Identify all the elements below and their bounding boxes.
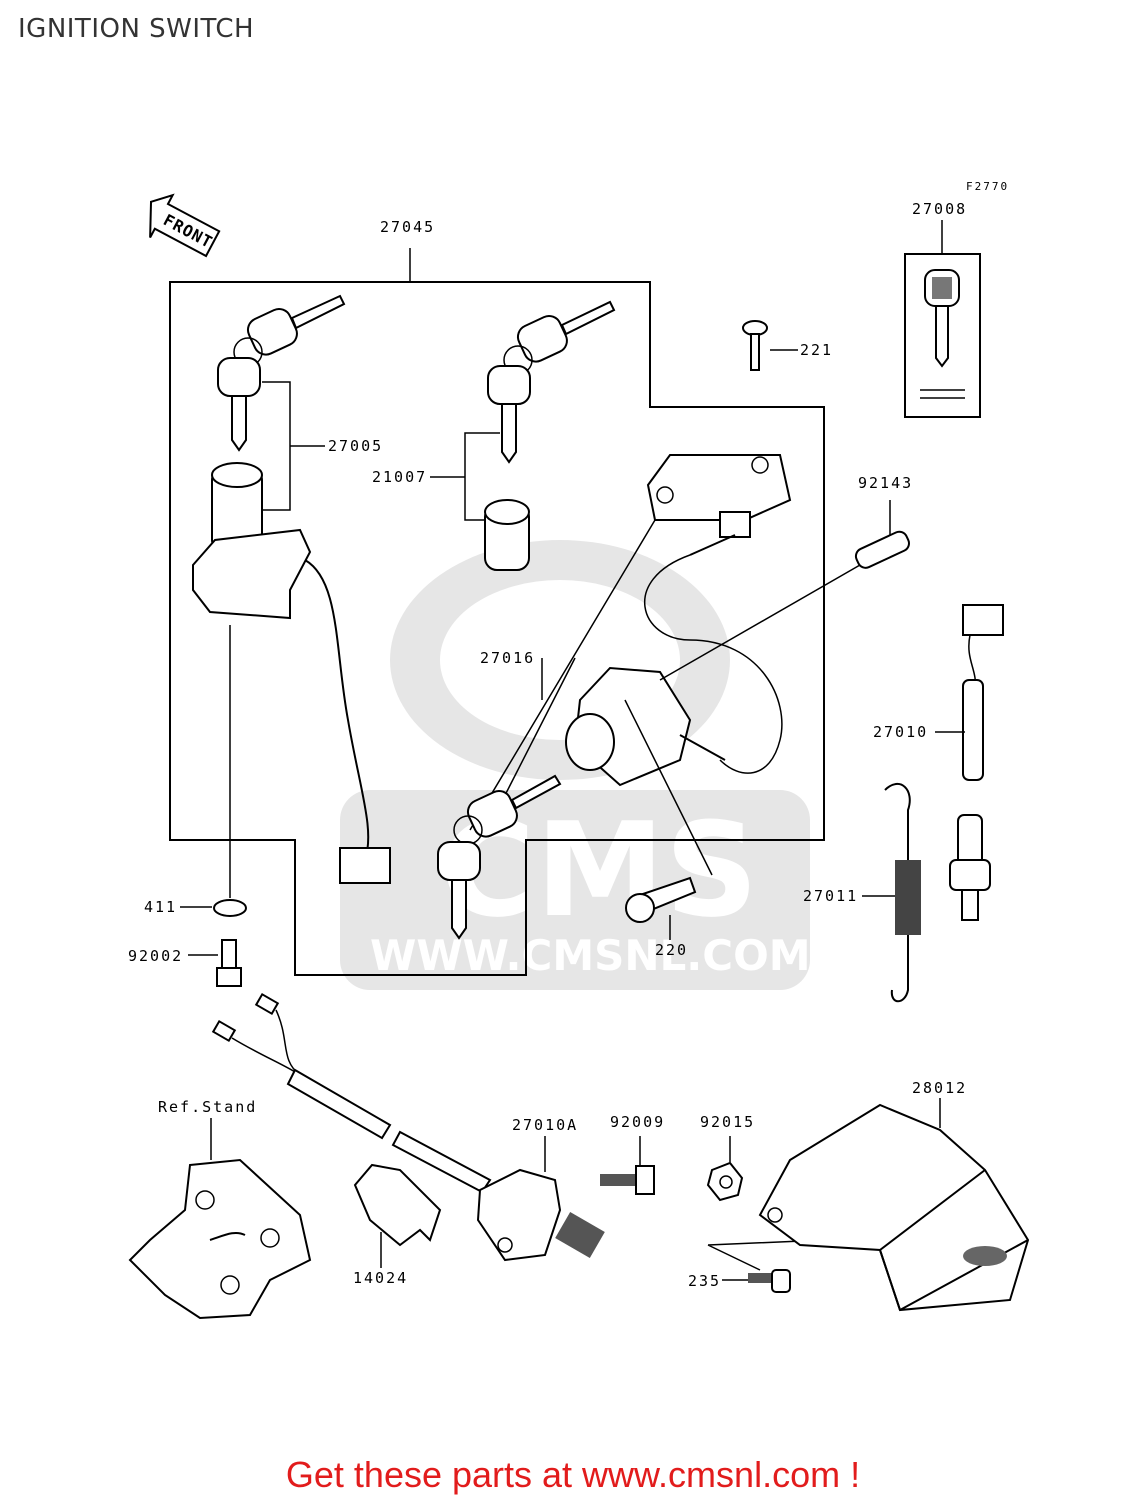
spring-27011-icon: [884, 782, 921, 1003]
assembly-frame: [169, 281, 825, 976]
switch-27010-icon: [949, 604, 1004, 921]
ignition-switch-icon: [192, 462, 391, 884]
part-label-221: 221: [800, 341, 833, 359]
washer-411-icon: [213, 899, 247, 917]
part-label-27010: 27010: [873, 723, 928, 741]
part-label-92002: 92002: [128, 947, 183, 965]
part-label-14024: 14024: [353, 1269, 408, 1287]
parts-diagram: CMS WWW.CMSNL.COM F2770 FRONT 27045 2700…: [128, 180, 1030, 1320]
key-set-21007-icon: [484, 300, 616, 571]
part-label-27010A: 27010A: [512, 1116, 578, 1134]
seat-lock-icon: [565, 454, 792, 787]
part-label-92015: 92015: [700, 1113, 755, 1131]
footer-ad-link[interactable]: Get these parts at www.cmsnl.com !: [285, 1454, 861, 1495]
part-label-27011: 27011: [803, 887, 858, 905]
key-blank-icon: [920, 269, 965, 399]
part-label-92009: 92009: [610, 1113, 665, 1131]
sleeve-92143-icon: [854, 530, 910, 569]
bolt-92009-icon: [600, 1165, 655, 1195]
key-set-seat-lock-icon: [437, 774, 562, 940]
key-set-27005-icon: [217, 294, 346, 452]
part-label-220: 220: [655, 941, 688, 959]
part-label-27005: 27005: [328, 437, 383, 455]
front-arrow-icon: FRONT: [149, 193, 221, 258]
ref-stand-icon: [128, 1158, 312, 1320]
bolt-235-icon: [748, 1269, 791, 1293]
part-label-27016: 27016: [480, 649, 535, 667]
part-label-27045: 27045: [380, 218, 435, 236]
part-label-235: 235: [688, 1272, 721, 1290]
switch-27010A-icon: [476, 1168, 605, 1262]
part-label-21007: 21007: [372, 468, 427, 486]
page-title: IGNITION SWITCH: [18, 14, 255, 44]
part-label-411: 411: [144, 898, 177, 916]
part-label-92143: 92143: [858, 474, 913, 492]
nut-92015-icon: [706, 1161, 744, 1202]
part-label-28012: 28012: [912, 1079, 967, 1097]
part-label-27008: 27008: [912, 200, 967, 218]
part-label-ref-stand: Ref.Stand: [158, 1098, 257, 1116]
bolt-92002-icon: [216, 939, 242, 987]
watermark-url: WWW.CMSNL.COM: [370, 931, 811, 980]
clamp-14024-icon: [353, 1163, 442, 1247]
screw-221-icon: [742, 320, 768, 371]
relay-box-28012-icon: [758, 1103, 1030, 1312]
screw-220-icon: [625, 876, 697, 923]
figure-code: F2770: [966, 180, 1009, 193]
wire-harness-icon: [211, 992, 492, 1194]
